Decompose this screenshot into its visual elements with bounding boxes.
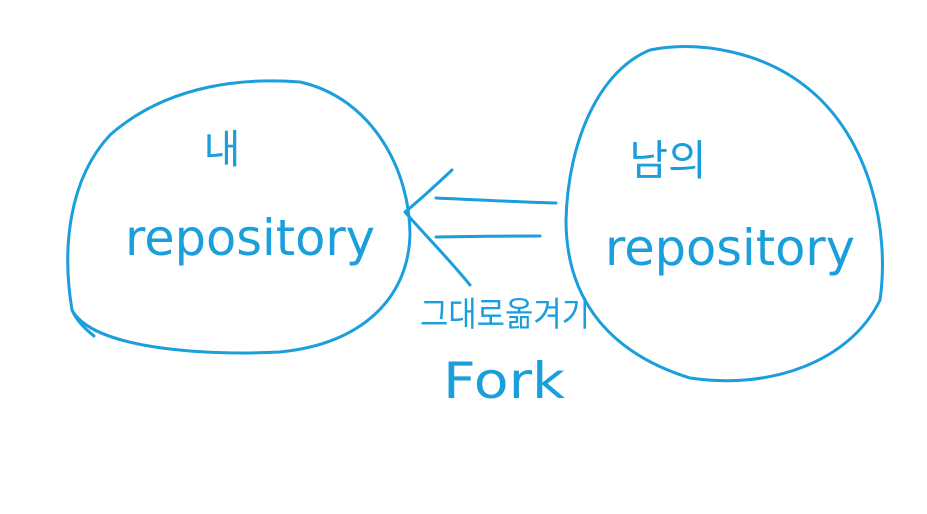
my-repository-label: repository	[125, 209, 375, 267]
others-repository-circle	[564, 45, 884, 383]
others-owner-label: 남의	[629, 136, 706, 185]
fork-action-label: Fork	[443, 352, 565, 410]
fork-arrow-head-upper	[403, 168, 454, 214]
my-repository-node: 내 repository	[66, 79, 412, 355]
fork-arrow	[403, 168, 558, 287]
fork-arrow-shaft-upper	[434, 196, 558, 205]
fork-arrow-head-lower	[403, 210, 472, 287]
my-repository-circle-tail	[70, 308, 96, 338]
others-repository-node: 남의 repository	[564, 45, 884, 383]
fork-arrow-shaft-lower	[434, 234, 542, 239]
others-repository-label: repository	[605, 219, 855, 277]
fork-description-label: 그대로옮겨기	[420, 295, 590, 335]
my-owner-label: 내	[204, 127, 241, 173]
